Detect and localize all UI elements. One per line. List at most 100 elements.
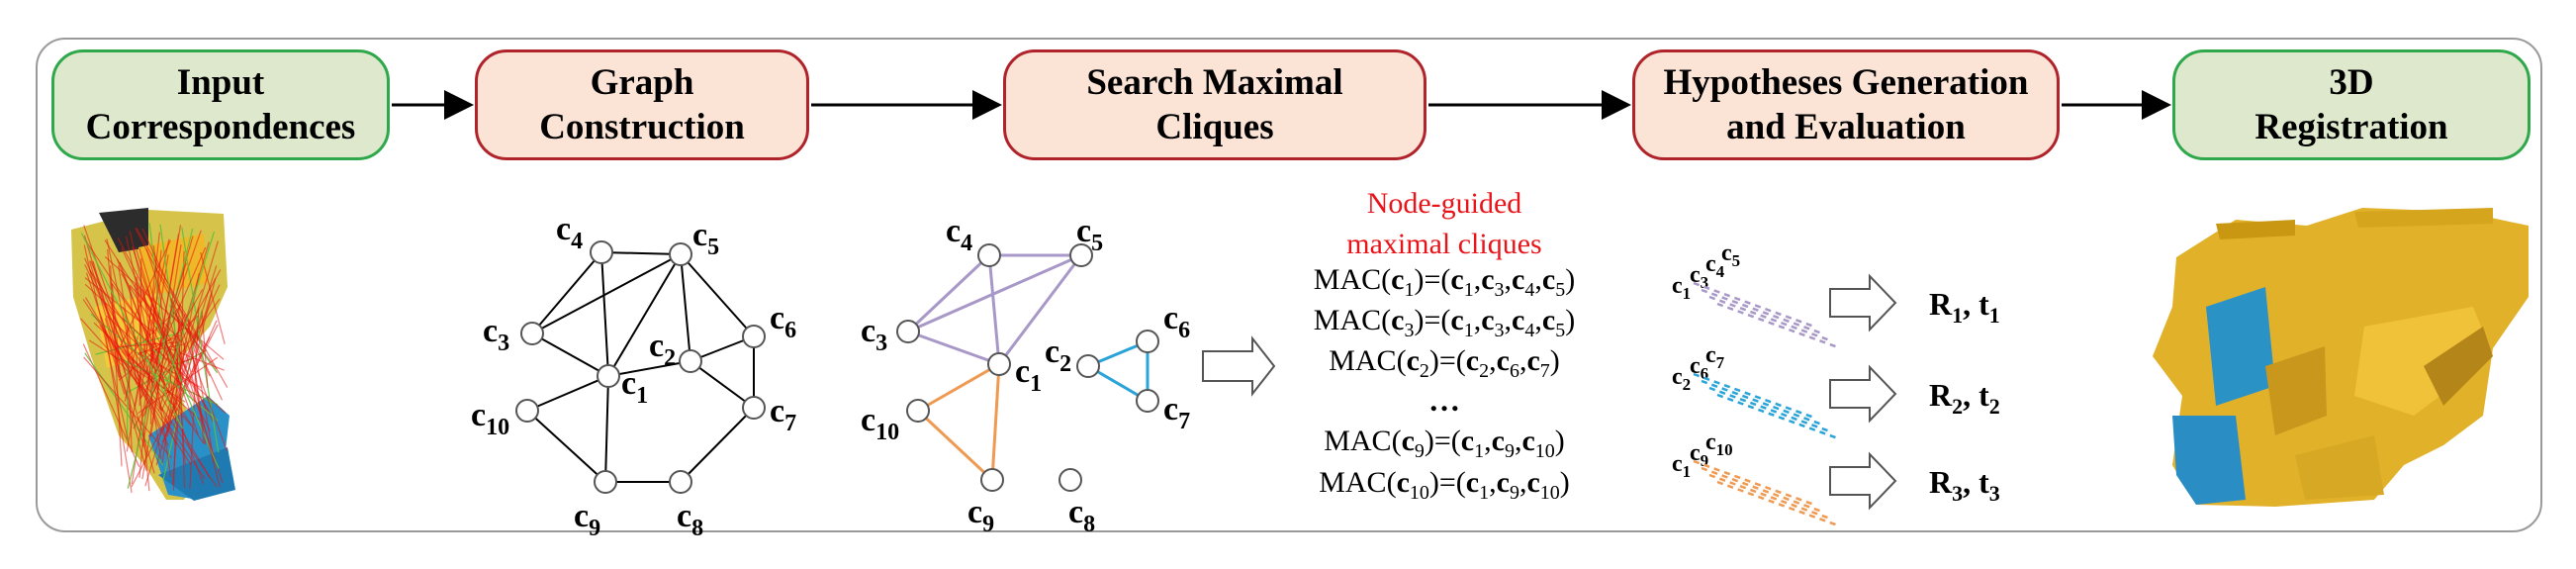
clique-edge: [917, 362, 1000, 413]
hypothesis-dashed-line: [1693, 459, 1815, 507]
stage-title-line2: and Evaluation: [1726, 107, 1966, 147]
graph-edge: [526, 410, 606, 483]
stage-title-line1: Graph: [590, 62, 694, 103]
graph-edge: [531, 253, 682, 334]
hypothesis-node-label: c9: [1690, 440, 1708, 470]
node-label-c6: c6: [770, 300, 796, 343]
pose-label: R3, t3: [1929, 464, 2000, 506]
clique-node-label-c8: c8: [1068, 494, 1095, 537]
clique-node: [1058, 468, 1082, 492]
clique-edge: [907, 253, 1082, 333]
clique-node: [896, 320, 920, 343]
hypothesis-dashed-line: [1708, 295, 1831, 342]
hypothesis-dashed-line: [1701, 379, 1823, 427]
hollow-arrow-icon: [1202, 335, 1276, 397]
graph-node: [742, 325, 766, 348]
hypothesis-node-label: c10: [1705, 429, 1733, 459]
cliques-ellipsis: …: [1428, 382, 1460, 418]
graph-edge: [680, 407, 755, 483]
clique-node: [906, 399, 930, 423]
clique-node: [977, 243, 1001, 267]
node-label-c2: c2: [649, 328, 676, 371]
maximal-cliques-list: MAC(c1)=(c1,c3,c4,c5)MAC(c3)=(c1,c3,c4,c…: [1314, 263, 1575, 504]
hollow-arrow-icon: [1829, 364, 1897, 424]
clique-node: [1069, 243, 1093, 267]
graph-edge: [680, 253, 755, 337]
clique-edge: [987, 254, 1001, 365]
hypothesis-node-label: c7: [1705, 342, 1725, 372]
stage-title-line1: Search Maximal: [1086, 62, 1343, 103]
mac-entry: MAC(c10)=(c1,c9,c10): [1319, 466, 1570, 504]
node-label-c3: c3: [483, 313, 509, 356]
stage-title-line2: Correspondences: [85, 107, 356, 147]
clique-node: [1136, 330, 1159, 353]
graph-node: [594, 470, 617, 494]
mac-entry: MAC(c9)=(c1,c9,c10): [1324, 425, 1565, 462]
mac-entry: MAC(c2)=(c2,c6,c7): [1329, 344, 1560, 382]
graph-edge: [526, 375, 609, 412]
clique-node: [987, 352, 1011, 376]
node-label-c5: c5: [692, 217, 719, 260]
node-label-c10: c10: [471, 397, 509, 440]
graph-node: [669, 470, 692, 494]
graph-edge: [600, 251, 682, 255]
stage-title-line2: Registration: [2254, 107, 2448, 147]
node-label-c1: c1: [621, 365, 648, 409]
hypothesis-dashed-line: [1716, 302, 1839, 349]
stage-title-line1: Input: [176, 62, 265, 103]
pipeline-frame: [36, 38, 2542, 532]
clique-edge: [990, 363, 1001, 481]
stage-title-line1: Hypotheses Generation: [1663, 62, 2029, 103]
clique-node-label-c10: c10: [861, 402, 899, 445]
clique-edge: [916, 409, 994, 482]
clique-node: [1136, 389, 1159, 413]
hypothesis-dashed-line: [1716, 480, 1839, 527]
stage-title-line2: Cliques: [1155, 107, 1274, 147]
graph-edge: [531, 332, 609, 377]
node-label-c8: c8: [677, 498, 703, 541]
clique-node-label-c3: c3: [861, 313, 887, 356]
graph-edge: [607, 360, 691, 377]
clique-node-label-c1: c1: [1015, 353, 1042, 397]
hypothesis-dashed-line: [1716, 393, 1839, 440]
graph-edge: [690, 360, 755, 409]
hypothesis-node-label: c6: [1690, 353, 1708, 383]
graph-node: [742, 396, 766, 420]
graph-edge: [600, 251, 609, 377]
graph-node: [590, 240, 613, 264]
hollow-arrow-icon: [1829, 451, 1897, 511]
pose-label: R1, t1: [1929, 286, 2000, 328]
registration-result-image: [2153, 208, 2529, 507]
clique-node: [980, 468, 1004, 492]
clique-edge: [906, 253, 991, 333]
graph-node: [520, 322, 544, 345]
stage-title-line2: Construction: [539, 107, 745, 147]
mac-entry: MAC(c3)=(c1,c3,c4,c5): [1314, 304, 1575, 341]
graph-node: [669, 242, 692, 266]
hollow-arrow-icon: [1829, 273, 1897, 332]
graph-node: [515, 399, 539, 423]
hypothesis-node-label: c2: [1672, 364, 1691, 394]
hypothesis-dashed-line: [1693, 281, 1815, 329]
hypothesis-node-label: c3: [1690, 262, 1708, 292]
node-label-c9: c9: [574, 498, 600, 541]
stage-title-line1: 3D: [2329, 62, 2374, 103]
graph-edge: [607, 253, 682, 377]
clique-node-label-c4: c4: [946, 213, 972, 256]
hypothesis-dashed-line: [1701, 466, 1823, 514]
cliques-title-line2: maximal cliques: [1346, 228, 1541, 260]
hypothesis-node-label: c5: [1721, 240, 1740, 270]
mac-entry: MAC(c1)=(c1,c3,c4,c5): [1314, 263, 1575, 301]
node-label-c7: c7: [770, 393, 796, 436]
